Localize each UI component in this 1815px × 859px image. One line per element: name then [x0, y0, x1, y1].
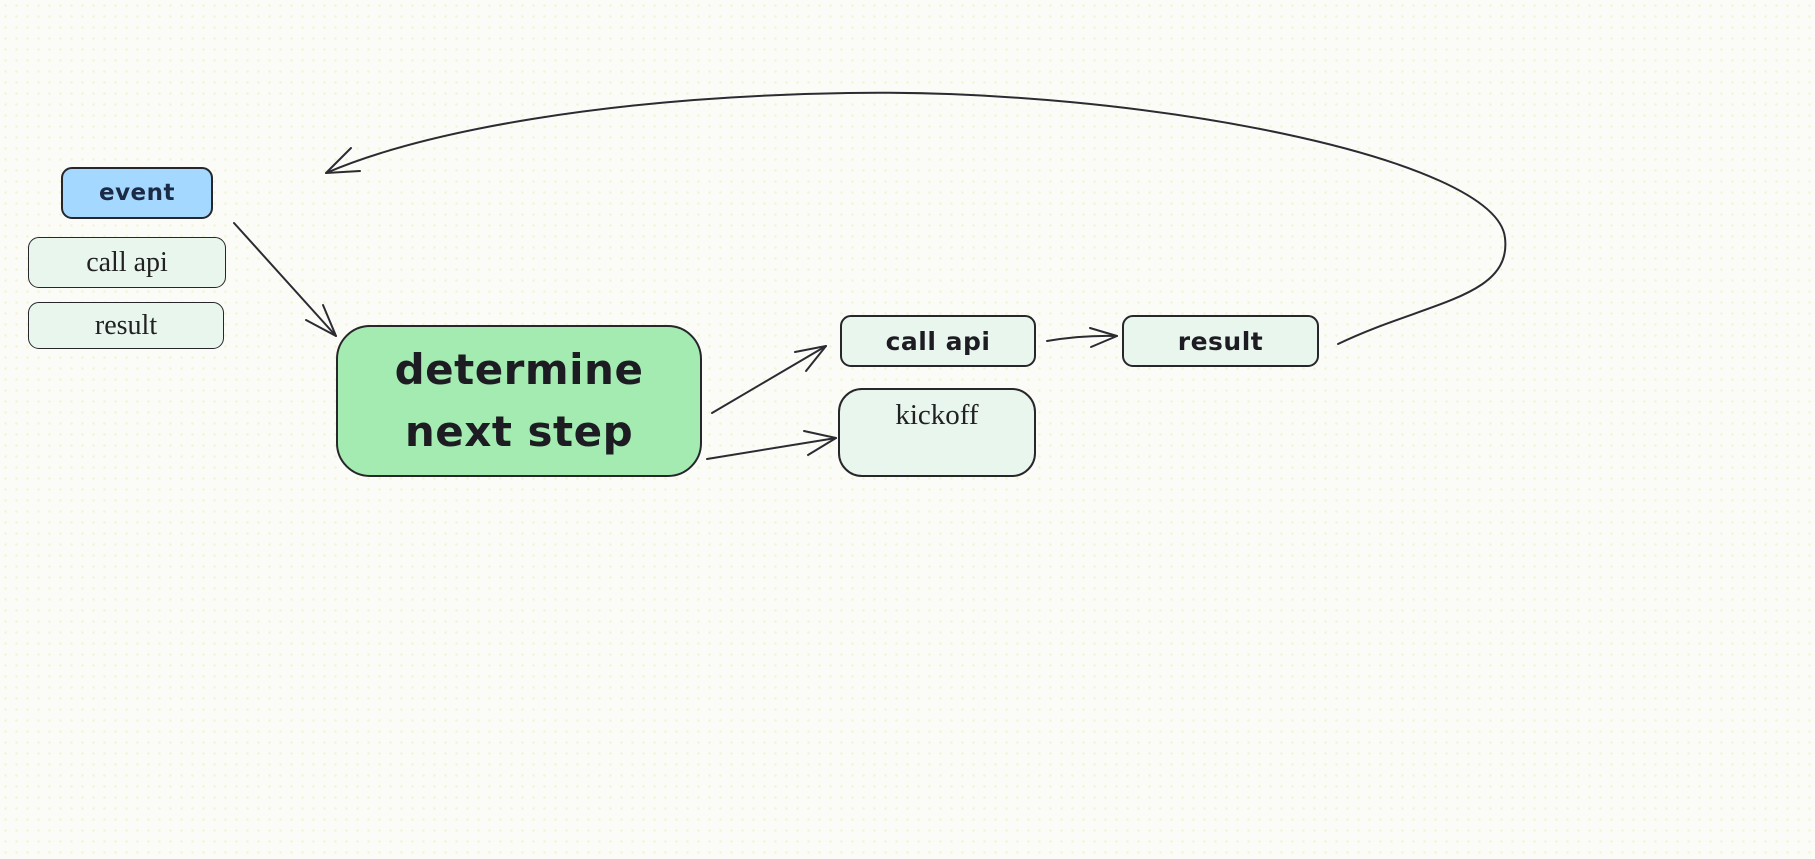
- node-event[interactable]: event: [61, 167, 213, 219]
- edge-result-loop-back: [325, 91, 1507, 345]
- node-kickoff[interactable]: kickoff: [838, 388, 1036, 477]
- node-determine-line2: next step: [404, 407, 634, 456]
- node-result-left-label: result: [94, 309, 158, 341]
- node-determine-line1: determine: [394, 345, 644, 394]
- node-event-label: event: [98, 180, 176, 206]
- node-call-api-right[interactable]: call api: [840, 315, 1036, 367]
- node-call-api-left-label: call api: [86, 246, 168, 278]
- node-result-left[interactable]: result: [28, 302, 224, 349]
- edge-determine-to-call-api: [711, 345, 827, 414]
- node-call-api-left[interactable]: call api: [28, 237, 226, 288]
- node-result-right-label: result: [1177, 326, 1264, 356]
- edge-call-api-to-result: [1046, 327, 1118, 348]
- node-kickoff-label: kickoff: [895, 399, 979, 431]
- edge-determine-to-kickoff: [706, 430, 837, 460]
- node-result-right[interactable]: result: [1122, 315, 1319, 367]
- node-determine-next-step[interactable]: determine next step: [336, 325, 702, 477]
- node-call-api-right-label: call api: [885, 326, 991, 356]
- edge-event-to-determine: [233, 222, 337, 337]
